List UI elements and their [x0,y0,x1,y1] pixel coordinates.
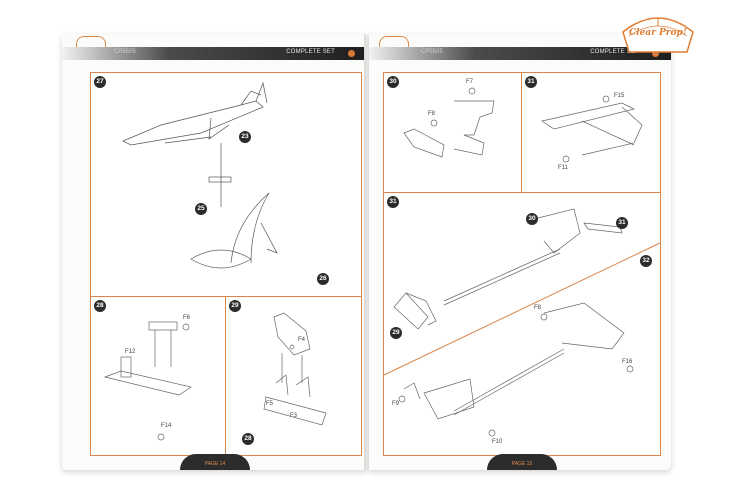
part-drawing [403,87,495,158]
callout-25: 25 [195,203,207,215]
kit-code: CP5505 [114,49,136,55]
page-dot-icon [348,50,355,57]
part-label: F12 [125,349,136,355]
part-label: F6 [183,315,191,321]
callout-23: 23 [239,131,251,143]
brand-badge-icon [622,17,694,53]
booklet-spine [364,34,372,470]
step-number: 29 [229,300,241,312]
assembly-drawing [383,208,661,437]
brand-logo-text: Clear Prop! [629,28,687,38]
page-header: CP5505 COMPLETE SET [369,47,671,60]
part-label: F8 [534,305,542,311]
callout-29: 29 [390,327,402,339]
part-drawing [541,95,643,163]
brand-logo: Clear Prop! [617,10,699,60]
page-header: CP5505 COMPLETE SET [62,47,367,60]
part-label: F16 [622,359,633,365]
callout-26: 26 [317,273,329,285]
part-drawing [263,312,327,426]
step-number: 30 [387,76,399,88]
page-footer: PAGE 14 [180,454,250,470]
step-number: 27 [94,76,106,88]
part-label: F7 [466,79,474,85]
part-label: F8 [428,111,436,117]
callout-31: 31 [616,217,628,229]
step-panel-29: 29 F4 F5 F3 28 [225,296,362,456]
part-label: F4 [298,337,306,343]
part-label: F14 [161,423,172,429]
callout-28: 28 [242,433,254,445]
part-label: F15 [614,93,625,99]
step-number: 31 [387,196,399,208]
right-page: CP5505 COMPLETE SET 30 F7 F8 31 [369,34,671,470]
part-drawing [103,321,192,441]
left-page: CP5505 COMPLETE SET 27 [62,34,367,470]
set-label: COMPLETE SET [286,49,335,55]
step-panel-31-top: 31 F15 F11 [521,72,661,194]
step-panel-28: 28 F6 F12 F14 [90,296,227,456]
missile-drawing [122,81,278,269]
part-label: F3 [290,413,298,419]
kit-code: CP5505 [421,49,443,55]
step-panel-30: 30 F7 F8 [383,72,523,194]
step-panel-27: 27 23 25 26 [90,72,362,298]
set-label: COMPLETE SET [590,49,639,55]
page-dot-icon [652,50,659,57]
part-label: F9 [392,401,400,407]
step-number: 28 [94,300,106,312]
step-number-32: 32 [640,255,652,267]
step-number: 31 [525,76,537,88]
part-label: F5 [266,401,274,407]
step-panel-31-32: 31 [383,192,661,456]
page-footer: PAGE 15 [487,454,557,470]
part-label: F10 [492,439,503,445]
callout-30: 30 [526,213,538,225]
part-label: F11 [558,165,568,171]
